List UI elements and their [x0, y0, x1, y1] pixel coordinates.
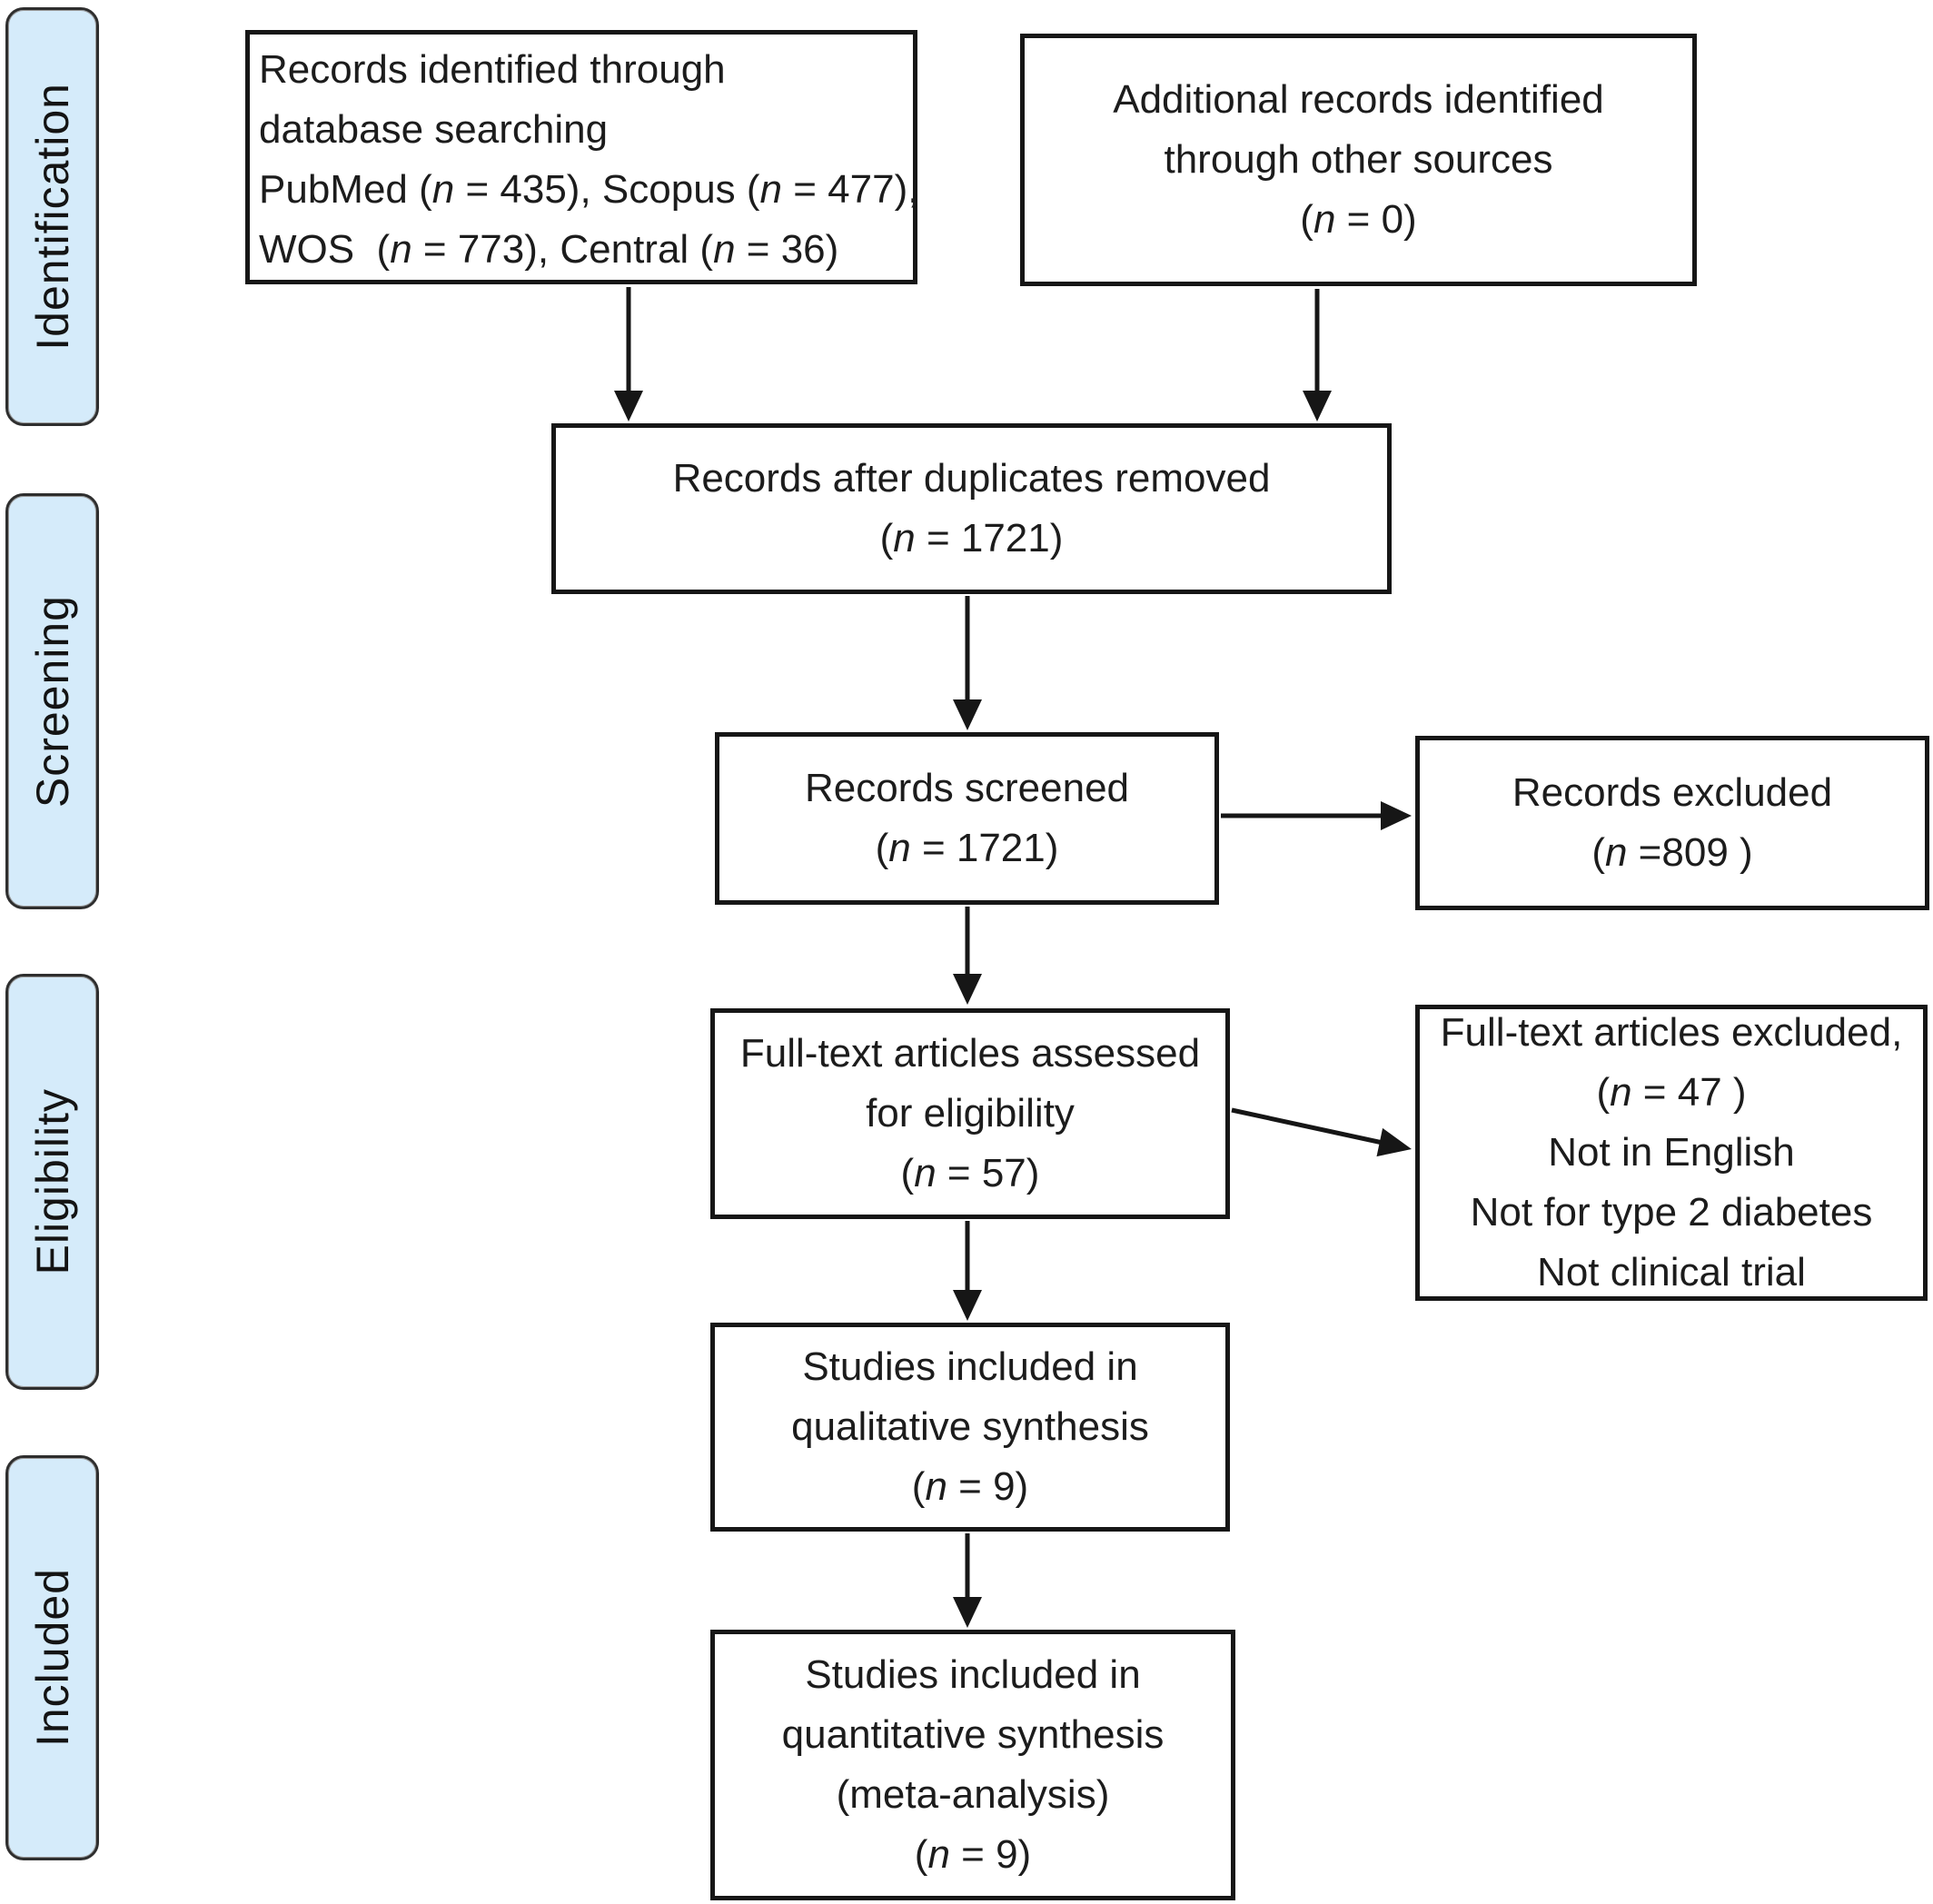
stage-included: Included [5, 1455, 99, 1860]
arrowhead-identified-to-dedup [614, 391, 643, 421]
arrowhead-fulltext-to-qualitative [953, 1290, 982, 1321]
arrowhead-screened-to-excluded [1381, 801, 1412, 830]
stage-eligibility-label: Eligibility [26, 1088, 78, 1275]
arrow-fulltext-to-excluded [1231, 1107, 1383, 1145]
stage-included-label: Included [26, 1568, 78, 1748]
arrowhead-dedup-to-screened [953, 699, 982, 730]
stage-identification: Identification [5, 7, 99, 426]
arrowhead-qualitative-to-quantitative [953, 1597, 982, 1628]
stage-eligibility: Eligibility [5, 974, 99, 1390]
box-fulltext-excluded: Full-text articles excluded,(n = 47 )Not… [1415, 1005, 1928, 1301]
arrowhead-additional-to-dedup [1303, 391, 1332, 421]
arrowhead-screened-to-fulltext [953, 974, 982, 1005]
box-records-excluded: Records excluded(n =809 ) [1415, 736, 1929, 910]
stage-identification-label: Identification [26, 83, 78, 351]
stage-screening-label: Screening [26, 594, 78, 808]
box-records-screened: Records screened(n = 1721) [715, 732, 1219, 905]
stage-screening: Screening [5, 493, 99, 909]
box-duplicates-removed: Records after duplicates removed(n = 172… [551, 423, 1392, 594]
arrowhead-fulltext-to-excluded [1376, 1127, 1412, 1157]
